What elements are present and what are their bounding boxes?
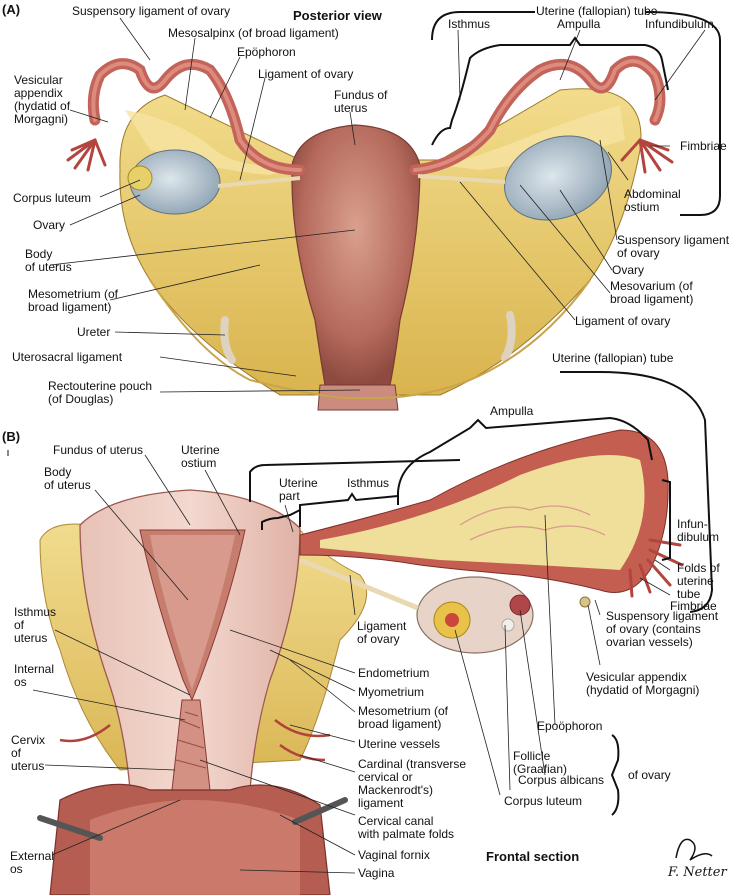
label-uterine-ostium: Uterine ostium bbox=[181, 443, 220, 470]
label-infundibulum-a: Infundibulum bbox=[645, 17, 714, 31]
label-isthmus-of-uterus: Isthmus of uterus bbox=[14, 605, 57, 645]
label-uterine-tube-title-a: Uterine (fallopian) tube bbox=[536, 4, 658, 18]
label-ampulla-a: Ampulla bbox=[557, 17, 601, 31]
label-uterosacral-ligament: Uterosacral ligament bbox=[12, 350, 123, 364]
label-ovary-a-right: Ovary bbox=[612, 263, 645, 277]
label-vesicular-appendix-a: Vesicular appendix (hydatid of Morgagni) bbox=[14, 73, 71, 126]
label-of-ovary: of ovary bbox=[628, 768, 671, 782]
label-epoophoron-a: Epöphoron bbox=[237, 45, 296, 59]
netter-signature-mark bbox=[675, 838, 713, 861]
panel-a-braces bbox=[431, 11, 721, 216]
label-folds-of-uterine-tube: Folds of uterine tube bbox=[677, 561, 720, 601]
panel-b-braces bbox=[249, 371, 714, 816]
label-abdominal-ostium: Abdominal ostium bbox=[624, 187, 681, 214]
panel-a-title: Posterior view bbox=[293, 8, 382, 23]
label-isthmus-b: Isthmus bbox=[347, 476, 390, 490]
label-suspensory-ligament-top: Suspensory ligament of ovary bbox=[72, 4, 231, 18]
label-follicle: Follicle (Graafian) bbox=[513, 749, 568, 776]
label-ovary-a-left: Ovary bbox=[33, 218, 66, 232]
label-mesometrium-b: Mesometrium (of broad ligament) bbox=[358, 704, 449, 731]
label-endometrium: Endometrium bbox=[358, 666, 430, 680]
label-corpus-luteum-b: Corpus luteum bbox=[504, 794, 583, 808]
label-mesosalpinx: Mesosalpinx (of broad ligament) bbox=[168, 26, 339, 40]
netter-signature: F. Netter bbox=[668, 865, 727, 880]
label-myometrium: Myometrium bbox=[358, 685, 425, 699]
label-body-of-uterus-a: Body of uterus bbox=[25, 247, 72, 274]
label-uterine-part: Uterine part bbox=[279, 476, 318, 503]
label-cervical-canal: Cervical canal with palmate folds bbox=[358, 814, 455, 841]
label-external-os: External os bbox=[10, 849, 55, 876]
label-vaginal-fornix: Vaginal fornix bbox=[358, 848, 430, 862]
label-ligament-of-ovary-b: Ligament of ovary bbox=[357, 619, 407, 646]
label-suspensory-ligament-a-right: Suspensory ligament of ovary bbox=[617, 233, 730, 260]
label-vesicular-appendix-b: Vesicular appendix (hydatid of Morgagni) bbox=[586, 670, 700, 697]
label-fundus-b: Fundus of uterus bbox=[53, 443, 144, 457]
panel-b-title: Frontal section bbox=[486, 849, 580, 864]
label-mesometrium-a: Mesometrium (of broad ligament) bbox=[28, 287, 119, 314]
label-uterine-vessels: Uterine vessels bbox=[358, 737, 441, 751]
label-corpus-luteum-a: Corpus luteum bbox=[13, 191, 92, 205]
label-suspensory-ligament-b: Suspensory ligament of ovary (contains o… bbox=[606, 609, 719, 649]
label-cervix-of-uterus: Cervix of uterus bbox=[11, 733, 46, 773]
label-ampulla-b: Ampulla bbox=[490, 404, 534, 418]
label-fimbriae-b: Fimbriae bbox=[670, 599, 717, 613]
label-uterine-tube-title-b: Uterine (fallopian) tube bbox=[552, 351, 674, 365]
label-mesovarium: Mesovarium (of broad ligament) bbox=[610, 279, 694, 306]
corpus-luteum-a bbox=[127, 165, 153, 191]
label-corpus-albicans: Corpus albicans bbox=[518, 773, 605, 787]
label-ureter: Ureter bbox=[77, 325, 111, 339]
panel-a-letter: (A) bbox=[2, 2, 21, 17]
label-infundibulum-b: Infun- dibulum bbox=[677, 517, 720, 544]
label-internal-os: Internal os bbox=[14, 662, 55, 689]
panel-b-leaders bbox=[32, 454, 671, 874]
label-body-of-uterus-b: Body of uterus bbox=[44, 465, 91, 492]
label-ligament-of-ovary-a-left: Ligament of ovary bbox=[258, 67, 354, 81]
label-epoophoron-b: Epoöphoron bbox=[537, 719, 603, 733]
label-rectouterine-pouch: Rectouterine pouch (of Douglas) bbox=[48, 379, 153, 406]
label-fundus-a: Fundus of uterus bbox=[334, 88, 388, 115]
panel-b-illustration bbox=[7, 429, 684, 895]
label-ligament-of-ovary-a-right: Ligament of ovary bbox=[575, 314, 671, 328]
uterus-a bbox=[291, 124, 421, 386]
label-isthmus-a: Isthmus bbox=[448, 17, 491, 31]
panel-b-letter: (B) bbox=[2, 429, 21, 444]
panel-a-leaders bbox=[49, 17, 706, 393]
label-vagina: Vagina bbox=[358, 866, 395, 880]
label-fimbriae-a: Fimbriae bbox=[680, 139, 727, 153]
follicle-b bbox=[509, 594, 531, 616]
label-cardinal-ligament: Cardinal (transverse cervical or Mackenr… bbox=[358, 757, 467, 810]
